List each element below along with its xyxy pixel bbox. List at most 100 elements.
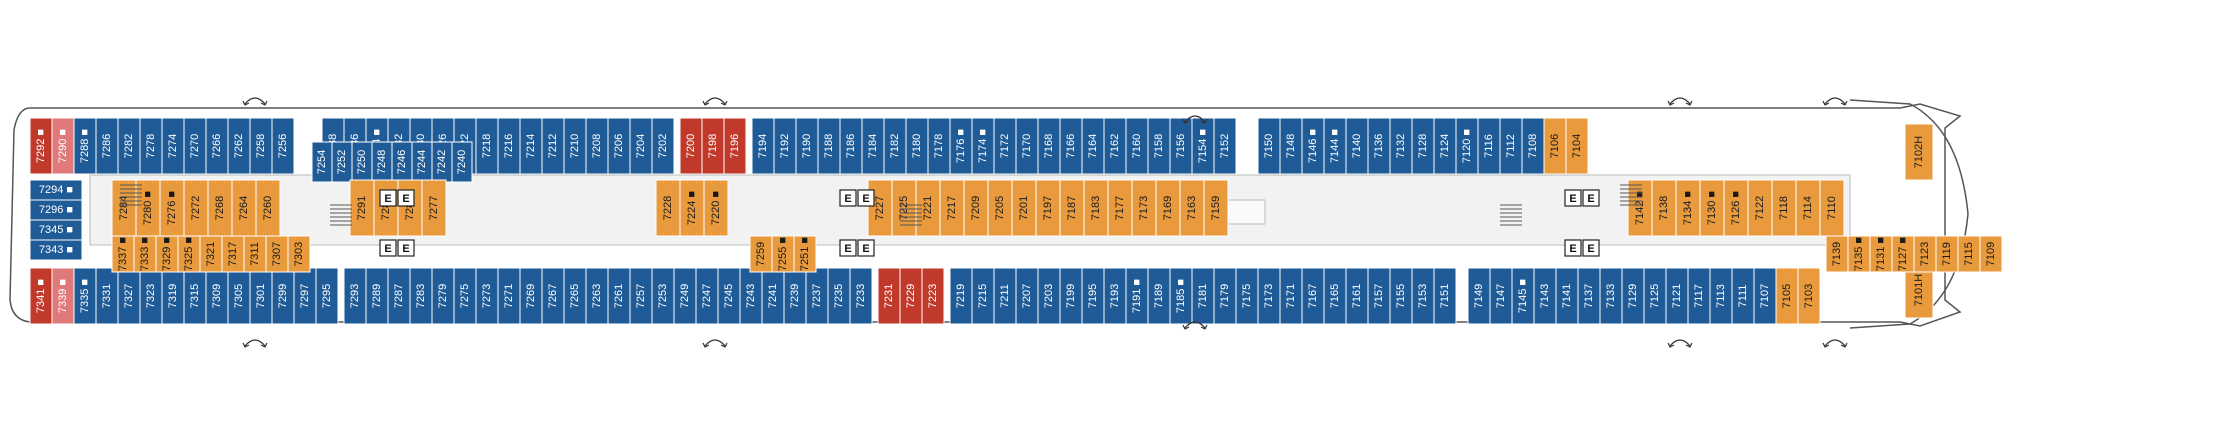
cabin-7220[interactable]: 7220 ■ — [703, 179, 729, 237]
cabin-7275[interactable]: 7275 — [453, 267, 477, 325]
cabin-7156[interactable]: 7156 — [1169, 117, 1193, 175]
cabin-7155[interactable]: 7155 — [1389, 267, 1413, 325]
cabin-7142[interactable]: 7142 ■ — [1627, 179, 1653, 237]
cabin-7127[interactable]: 7127 ■ — [1891, 235, 1915, 273]
cabin-7291[interactable]: 7291 — [349, 179, 375, 237]
cabin-7282[interactable]: 7282 — [117, 117, 141, 175]
cabin-7132[interactable]: 7132 — [1389, 117, 1413, 175]
cabin-7266[interactable]: 7266 — [205, 117, 229, 175]
cabin-7205[interactable]: 7205 — [987, 179, 1013, 237]
cabin-7206[interactable]: 7206 — [607, 117, 631, 175]
cabin-7287[interactable]: 7287 — [373, 179, 399, 237]
cabin-7279[interactable]: 7279 — [431, 267, 455, 325]
cabin-7269[interactable]: 7269 — [519, 267, 543, 325]
cabin-7253[interactable]: 7253 — [651, 267, 675, 325]
cabin-7204[interactable]: 7204 — [629, 117, 653, 175]
cabin-7134[interactable]: 7134 ■ — [1675, 179, 1701, 237]
cabin-7227[interactable]: 7227 — [867, 179, 893, 237]
cabin-7258[interactable]: 7258 — [249, 117, 273, 175]
cabin-7143[interactable]: 7143 — [1533, 267, 1557, 325]
cabin-7264[interactable]: 7264 — [231, 179, 257, 237]
cabin-7199[interactable]: 7199 — [1059, 267, 1083, 325]
cabin-7281[interactable]: 7281 — [397, 179, 423, 237]
cabin-7191[interactable]: 7191 ■ — [1125, 267, 1149, 325]
cabin-7167[interactable]: 7167 — [1301, 267, 1325, 325]
cabin-7201[interactable]: 7201 — [1011, 179, 1037, 237]
cabin-7270[interactable]: 7270 — [183, 117, 207, 175]
cabin-7118[interactable]: 7118 — [1771, 179, 1797, 237]
cabin-7271[interactable]: 7271 — [497, 267, 521, 325]
cabin-7125[interactable]: 7125 — [1643, 267, 1667, 325]
cabin-7239[interactable]: 7239 — [783, 267, 807, 325]
cabin-7262[interactable]: 7262 — [227, 117, 251, 175]
cabin-7223[interactable]: 7223 — [921, 267, 945, 325]
cabin-7263[interactable]: 7263 — [585, 267, 609, 325]
cabin-7211[interactable]: 7211 — [993, 267, 1017, 325]
cabin-7225[interactable]: 7225 — [891, 179, 917, 237]
cabin-7273[interactable]: 7273 — [475, 267, 499, 325]
cabin-7288[interactable]: 7288 ■ — [73, 117, 97, 175]
cabin-7159[interactable]: 7159 — [1203, 179, 1229, 237]
cabin-7136[interactable]: 7136 — [1367, 117, 1391, 175]
cabin-7107[interactable]: 7107 — [1753, 267, 1777, 325]
cabin-7115[interactable]: 7115 — [1957, 235, 1981, 273]
cabin-7193[interactable]: 7193 — [1103, 267, 1127, 325]
cabin-7218[interactable]: 7218 — [475, 117, 499, 175]
cabin-7335[interactable]: 7335 ■ — [73, 267, 97, 325]
cabin-7147[interactable]: 7147 — [1489, 267, 1513, 325]
cabin-7274[interactable]: 7274 — [161, 117, 185, 175]
cabin-7231[interactable]: 7231 — [877, 267, 901, 325]
cabin-7343[interactable]: 7343 ■ — [29, 239, 83, 261]
cabin-7104[interactable]: 7104 — [1565, 117, 1589, 175]
cabin-7122[interactable]: 7122 — [1747, 179, 1773, 237]
cabin-7153[interactable]: 7153 — [1411, 267, 1435, 325]
cabin-7207[interactable]: 7207 — [1015, 267, 1039, 325]
cabin-7217[interactable]: 7217 — [939, 179, 965, 237]
cabin-7315[interactable]: 7315 — [183, 267, 207, 325]
cabin-7242[interactable]: 7242 — [431, 141, 453, 183]
cabin-7317[interactable]: 7317 — [221, 235, 245, 273]
cabin-7197[interactable]: 7197 — [1035, 179, 1061, 237]
cabin-7252[interactable]: 7252 — [331, 141, 353, 183]
cabin-7224[interactable]: 7224 ■ — [679, 179, 705, 237]
cabin-7135[interactable]: 7135 ■ — [1847, 235, 1871, 273]
cabin-7148[interactable]: 7148 — [1279, 117, 1303, 175]
cabin-7248[interactable]: 7248 — [371, 141, 393, 183]
cabin-7229[interactable]: 7229 — [899, 267, 923, 325]
cabin-7126[interactable]: 7126 ■ — [1723, 179, 1749, 237]
cabin-7112[interactable]: 7112 — [1499, 117, 1523, 175]
cabin-7280[interactable]: 7280 ■ — [135, 179, 161, 237]
cabin-7128[interactable]: 7128 — [1411, 117, 1435, 175]
cabin-7267[interactable]: 7267 — [541, 267, 565, 325]
cabin-7296[interactable]: 7296 ■ — [29, 199, 83, 221]
cabin-7255[interactable]: 7255 ■ — [771, 235, 795, 273]
cabin-7212[interactable]: 7212 — [541, 117, 565, 175]
cabin-7174[interactable]: 7174 ■ — [971, 117, 995, 175]
cabin-7144[interactable]: 7144 ■ — [1323, 117, 1347, 175]
cabin-7228[interactable]: 7228 — [655, 179, 681, 237]
cabin-7109[interactable]: 7109 — [1979, 235, 2003, 273]
cabin-7158[interactable]: 7158 — [1147, 117, 1171, 175]
cabin-7341[interactable]: 7341 ■ — [29, 267, 53, 325]
cabin-7175[interactable]: 7175 — [1235, 267, 1259, 325]
cabin-7198[interactable]: 7198 — [701, 117, 725, 175]
cabin-7247[interactable]: 7247 — [695, 267, 719, 325]
cabin-7196[interactable]: 7196 — [723, 117, 747, 175]
cabin-7168[interactable]: 7168 — [1037, 117, 1061, 175]
cabin-7166[interactable]: 7166 — [1059, 117, 1083, 175]
cabin-7256[interactable]: 7256 — [271, 117, 295, 175]
cabin-7189[interactable]: 7189 — [1147, 267, 1171, 325]
cabin-7276[interactable]: 7276 ■ — [159, 179, 185, 237]
cabin-7179[interactable]: 7179 — [1213, 267, 1237, 325]
cabin-7113[interactable]: 7113 — [1709, 267, 1733, 325]
cabin-7121[interactable]: 7121 — [1665, 267, 1689, 325]
cabin-7194[interactable]: 7194 — [751, 117, 775, 175]
cabin-7265[interactable]: 7265 — [563, 267, 587, 325]
cabin-7327[interactable]: 7327 — [117, 267, 141, 325]
cabin-7173[interactable]: 7173 — [1257, 267, 1281, 325]
cabin-7151[interactable]: 7151 — [1433, 267, 1457, 325]
cabin-7339[interactable]: 7339 ■ — [51, 267, 75, 325]
cabin-7337[interactable]: 7337 ■ — [111, 235, 135, 273]
cabin-7260[interactable]: 7260 — [255, 179, 281, 237]
cabin-7203[interactable]: 7203 — [1037, 267, 1061, 325]
